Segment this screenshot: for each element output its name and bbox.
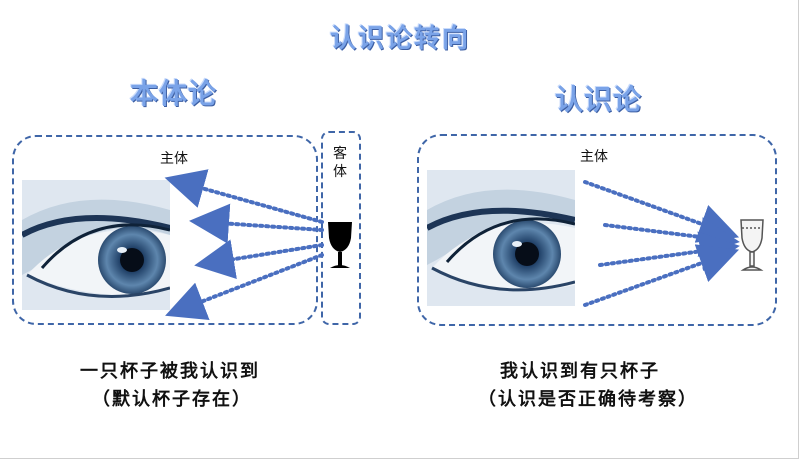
left-heading: 本体论 xyxy=(130,77,218,110)
left-subject-label: 主体 xyxy=(160,151,188,167)
right-caption-line1: 我认识到有只杯子 xyxy=(500,361,660,382)
left-object-label: 客体 xyxy=(333,146,347,180)
right-heading: 认识论 xyxy=(555,83,643,116)
right-subject-label: 主体 xyxy=(580,149,608,165)
left-caption-line1: 一只杯子被我认识到 xyxy=(80,361,260,382)
slide-title: 认识论转向 xyxy=(329,24,470,54)
left-eye-image xyxy=(22,180,170,310)
right-caption-line2: （认识是否正确待考察） xyxy=(478,389,698,410)
right-subject-box xyxy=(417,134,777,326)
right-eye-image xyxy=(427,170,575,306)
left-caption-line2: （默认杯子存在） xyxy=(92,389,252,410)
